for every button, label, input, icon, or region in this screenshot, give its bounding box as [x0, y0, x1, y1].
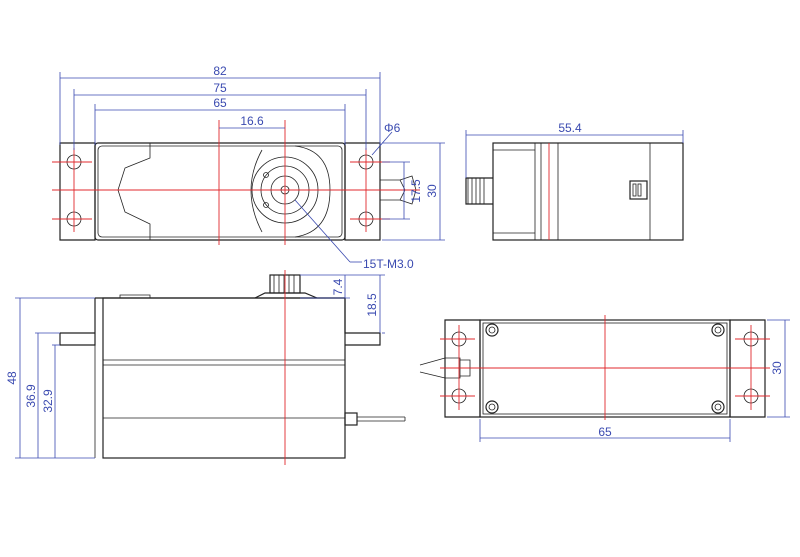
dim-overall-width: 82	[213, 64, 227, 78]
dim-body-height: 32.9	[41, 389, 55, 413]
dim-end-length: 55.4	[558, 121, 582, 135]
dim-bottom-width: 65	[598, 425, 612, 439]
front-view: 7.4 18.5 48 36.9 32.9	[5, 270, 406, 465]
dim-mount-height: 36.9	[24, 384, 38, 408]
dim-hole-diameter: Φ6	[384, 121, 401, 135]
dim-body-width: 65	[213, 96, 227, 110]
dim-flange-height: 18.5	[365, 293, 379, 317]
dim-spline-callout: 15T-M3.0	[363, 257, 414, 271]
dim-hole-spacing: 17.5	[409, 179, 423, 203]
mount-hole-icon	[60, 154, 380, 227]
dim-bottom-height: 30	[770, 361, 784, 375]
top-view: 82 75 65 16.6 Φ6 17.5 30 15T-M3.0	[52, 64, 445, 271]
dim-mount-spacing: 75	[213, 81, 227, 95]
dim-spline-height: 7.4	[331, 278, 345, 295]
bottom-view: 30 65	[419, 315, 790, 442]
dim-spline-offset: 16.6	[240, 114, 264, 128]
dim-overall-height: 48	[5, 371, 19, 385]
dim-top-height: 30	[425, 184, 439, 198]
connector-icon	[629, 180, 648, 200]
end-view: 55.4	[465, 121, 684, 241]
screw-icon	[485, 323, 725, 414]
